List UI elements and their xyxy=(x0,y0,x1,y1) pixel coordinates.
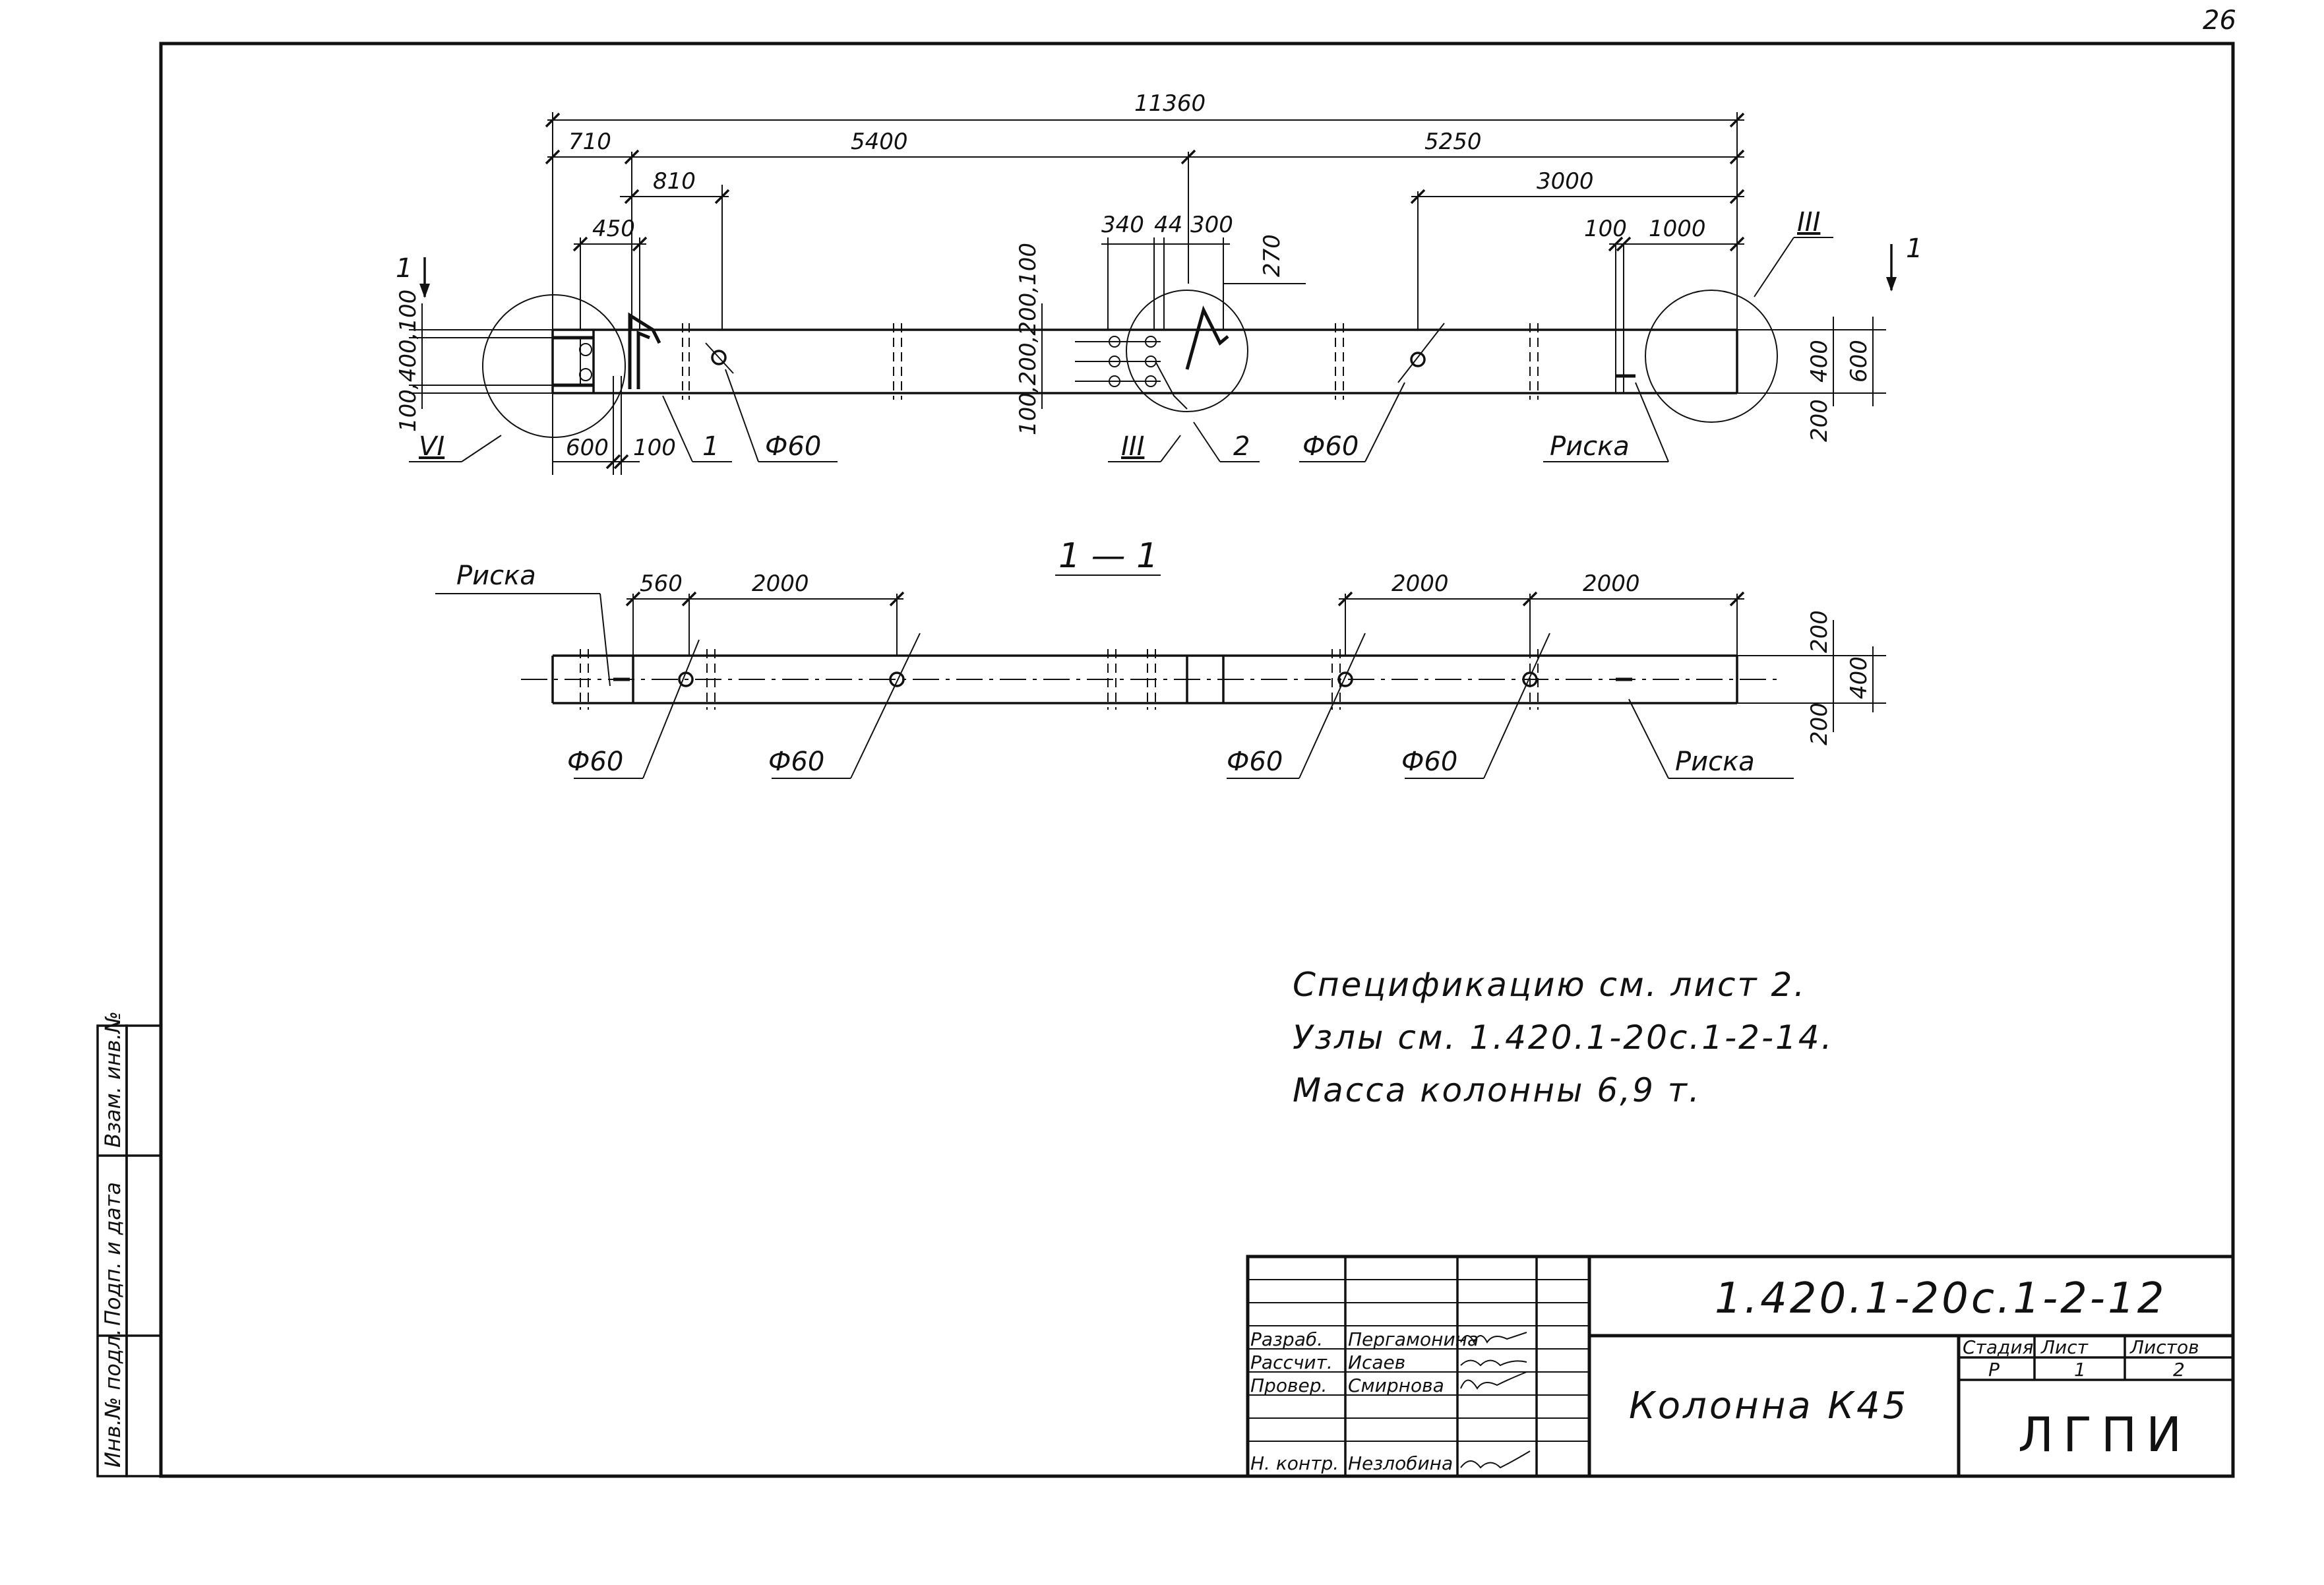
node-iii-right-label: III xyxy=(1797,207,1820,237)
role-calculator: Рассчит. xyxy=(1250,1352,1333,1373)
name-checker: Смирнова xyxy=(1348,1375,1444,1396)
stage-header: Стадия xyxy=(1963,1336,2033,1358)
role-developer: Разраб. xyxy=(1250,1328,1323,1350)
node-iii-mid-label: III xyxy=(1121,431,1144,462)
dim-600-bottom: 600 xyxy=(566,435,609,461)
dim-overall-length: 11360 xyxy=(1134,90,1206,117)
dim-560: 560 xyxy=(640,571,683,597)
dim-200-bottom-section: 200 xyxy=(1806,702,1833,745)
signature-norm-control xyxy=(1461,1451,1530,1468)
dim-300: 300 xyxy=(1190,212,1233,238)
dim-3000: 3000 xyxy=(1537,168,1594,195)
dim-left-vertical: 100,400,100 xyxy=(395,290,421,432)
dim-5250: 5250 xyxy=(1424,129,1482,155)
side-stamp: Инв.№ подл. Подп. и дата Взам. инв.№ xyxy=(98,1011,161,1476)
general-notes: Спецификацию см. лист 2. Узлы см. 1.420.… xyxy=(1293,966,1834,1109)
hole-phi-a: Ф60 xyxy=(567,747,623,777)
dim-200-top-section: 200 xyxy=(1806,610,1833,653)
riska-plan-label: Риска xyxy=(1550,431,1630,462)
hole-phi-left: Ф60 xyxy=(765,431,821,462)
sheet-header: Лист xyxy=(2040,1336,2089,1358)
dim-44: 44 xyxy=(1154,212,1182,238)
dim-270: 270 xyxy=(1259,234,1285,277)
dim-810: 810 xyxy=(653,168,696,195)
section-1-1-view: 1 — 1 xyxy=(435,536,1886,778)
note-nodes: Узлы см. 1.420.1-20с.1-2-14. xyxy=(1293,1018,1834,1057)
mark-1-label: 1 xyxy=(702,431,719,462)
drawing-title: Колонна К45 xyxy=(1629,1384,1909,1427)
sheet-number: 26 xyxy=(2203,5,2236,36)
dim-1000: 1000 xyxy=(1649,216,1706,242)
dim-400-section: 400 xyxy=(1846,656,1872,699)
stamp-vzam-inv: Взам. инв.№ xyxy=(100,1011,125,1148)
organization-logo: ЛГПИ xyxy=(2018,1407,2191,1462)
dim-2000-c: 2000 xyxy=(1583,571,1640,597)
riska-section-right: Риска xyxy=(1675,747,1755,777)
section-mark-left: 1 xyxy=(396,253,412,284)
name-norm-control: Незлобина xyxy=(1348,1452,1453,1474)
column-plan-view: 11360 710 5400 5250 810 3000 450 100 100… xyxy=(395,90,1922,475)
dim-710: 710 xyxy=(568,129,611,155)
drawing-designation: 1.420.1-20с.1-2-12 xyxy=(1715,1274,2166,1323)
role-norm-control: Н. контр. xyxy=(1250,1452,1339,1474)
hole-phi-b: Ф60 xyxy=(768,747,824,777)
dim-450: 450 xyxy=(592,216,635,242)
note-mass: Масса колонны 6,9 т. xyxy=(1293,1071,1701,1109)
node-vi-label: VI xyxy=(419,431,444,462)
title-block: Разраб. Пергамонина Рассчит. Исаев Прове… xyxy=(1248,1257,2233,1476)
drawing-frame xyxy=(161,44,2233,1476)
dim-5400: 5400 xyxy=(851,129,908,155)
stamp-inv-podl: Инв.№ подл. xyxy=(100,1328,125,1468)
dim-100-bottom: 100 xyxy=(633,435,676,461)
note-specification: Спецификацию см. лист 2. xyxy=(1293,966,1806,1004)
hole-phi-d: Ф60 xyxy=(1401,747,1457,777)
dim-mid-vertical: 100,200,200,100 xyxy=(1015,243,1041,435)
sheet-value: 1 xyxy=(2074,1359,2086,1381)
dim-600-right: 600 xyxy=(1846,340,1872,383)
dim-200-right: 200 xyxy=(1806,399,1833,442)
dim-100-top: 100 xyxy=(1584,216,1627,242)
signature-calculator xyxy=(1461,1361,1527,1366)
signature-checker xyxy=(1461,1372,1527,1388)
signature-developer xyxy=(1461,1332,1527,1342)
stage-value: Р xyxy=(1988,1359,2000,1381)
riska-section-left: Риска xyxy=(456,561,536,591)
name-calculator: Исаев xyxy=(1348,1352,1405,1373)
name-developer: Пергамонина xyxy=(1348,1328,1479,1350)
sheets-value: 2 xyxy=(2173,1359,2185,1381)
section-title: 1 — 1 xyxy=(1058,536,1158,576)
dim-2000-a: 2000 xyxy=(752,571,809,597)
hole-phi-right: Ф60 xyxy=(1302,431,1359,462)
sheets-header: Листов xyxy=(2129,1336,2199,1358)
stamp-podp-data: Подп. и дата xyxy=(100,1182,125,1326)
dim-340: 340 xyxy=(1101,212,1144,238)
dim-400-right: 400 xyxy=(1806,340,1833,383)
hole-phi-c: Ф60 xyxy=(1227,747,1283,777)
mark-2-label: 2 xyxy=(1233,431,1250,462)
dim-2000-b: 2000 xyxy=(1391,571,1449,597)
section-mark-right: 1 xyxy=(1906,233,1922,264)
role-checker: Провер. xyxy=(1250,1375,1327,1396)
